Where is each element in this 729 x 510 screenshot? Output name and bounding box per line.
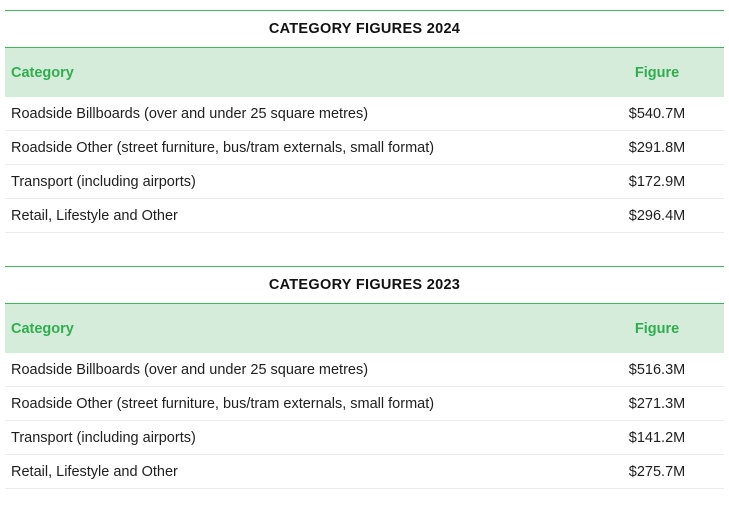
table-header-row: Category Figure (5, 304, 724, 353)
figure-cell: $275.7M (628, 463, 686, 480)
category-table-2023: CATEGORY FIGURES 2023 Category Figure Ro… (5, 266, 724, 489)
table-row: Roadside Billboards (over and under 25 s… (5, 353, 724, 387)
figure-cell: $296.4M (628, 207, 686, 224)
figure-cell: $516.3M (628, 361, 686, 378)
table-row: Roadside Other (street furniture, bus/tr… (5, 387, 724, 421)
figure-cell: $172.9M (628, 173, 686, 190)
category-column-header: Category (11, 64, 74, 81)
category-column-header: Category (11, 320, 74, 337)
category-cell: Transport (including airports) (11, 429, 196, 446)
table-title: CATEGORY FIGURES 2024 (5, 10, 724, 48)
category-cell: Transport (including airports) (11, 173, 196, 190)
table-title: CATEGORY FIGURES 2023 (5, 266, 724, 304)
category-cell: Roadside Billboards (over and under 25 s… (11, 361, 369, 378)
category-table-2024: CATEGORY FIGURES 2024 Category Figure Ro… (5, 10, 724, 233)
table-row: Roadside Other (street furniture, bus/tr… (5, 131, 724, 165)
table-row: Retail, Lifestyle and Other $275.7M (5, 455, 724, 489)
table-row: Roadside Billboards (over and under 25 s… (5, 97, 724, 131)
category-cell: Retail, Lifestyle and Other (11, 463, 178, 480)
category-cell: Retail, Lifestyle and Other (11, 207, 178, 224)
category-cell: Roadside Other (street furniture, bus/tr… (11, 139, 435, 156)
figure-cell: $540.7M (628, 105, 686, 122)
figure-cell: $271.3M (628, 395, 686, 412)
table-row: Retail, Lifestyle and Other $296.4M (5, 199, 724, 233)
category-cell: Roadside Other (street furniture, bus/tr… (11, 395, 435, 412)
table-row: Transport (including airports) $141.2M (5, 421, 724, 455)
figure-cell: $141.2M (628, 429, 686, 446)
category-cell: Roadside Billboards (over and under 25 s… (11, 105, 369, 122)
table-row: Transport (including airports) $172.9M (5, 165, 724, 199)
figure-column-header: Figure (634, 320, 680, 337)
table-header-row: Category Figure (5, 48, 724, 97)
figure-cell: $291.8M (628, 139, 686, 156)
figure-column-header: Figure (634, 64, 680, 81)
